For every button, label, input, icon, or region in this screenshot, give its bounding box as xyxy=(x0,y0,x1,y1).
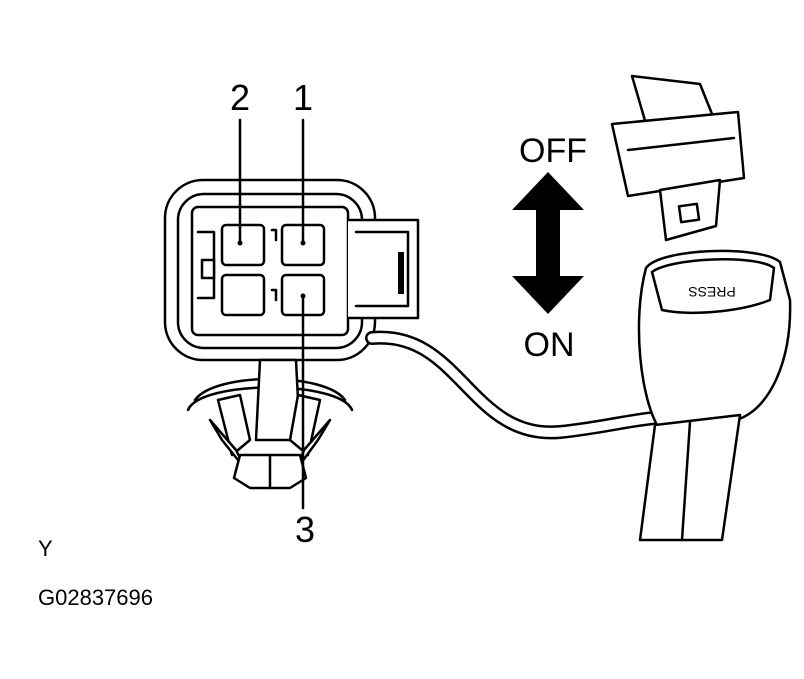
belt-buckle: PRESS xyxy=(637,249,792,542)
figure-code: G02837696 xyxy=(38,585,153,610)
pin-3-label: 3 xyxy=(295,509,315,550)
leader-lines xyxy=(237,118,306,510)
cavity-pin-2 xyxy=(220,223,266,267)
pin-2-label: 2 xyxy=(230,77,250,118)
view-letter: Y xyxy=(38,536,53,561)
double-arrow-icon xyxy=(512,172,584,314)
cavity-lower-left xyxy=(220,273,266,317)
switch-on-label: ON xyxy=(524,326,575,364)
wire-harness xyxy=(365,330,662,440)
switch-off-label: OFF xyxy=(519,132,587,170)
belt-tongue-plate xyxy=(610,74,746,242)
buckle-press-text: PRESS xyxy=(688,284,735,300)
mounting-clip xyxy=(186,358,354,490)
pin-1-label: 1 xyxy=(293,77,313,118)
